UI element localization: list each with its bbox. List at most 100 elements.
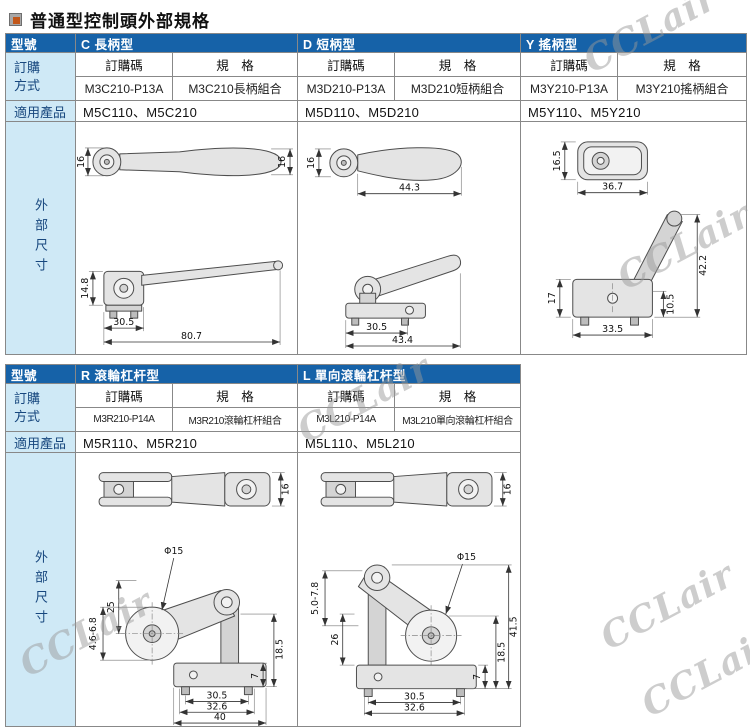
spec-table-bottom: 型號 R 滾輪杠杆型 L 單向滾輪杠杆型 訂購方式 訂購碼 規 格 M3R210… [5, 364, 521, 727]
order-block-c: 訂購碼 規 格 M3C210-P13A M3C210長柄組合 [76, 53, 298, 101]
products-r: M5R110、M5R210 [76, 432, 298, 453]
dim-label: 5.0-7.8 [310, 582, 321, 615]
products-l: M5L110、M5L210 [298, 432, 521, 453]
order-code-c: M3C210-P13A [76, 77, 173, 100]
dim-label: 10.5 [665, 294, 676, 315]
drawing-d-short-lever: 16 44.3 30.5 43.4 [306, 147, 462, 350]
type-header-r: R 滾輪杠杆型 [76, 365, 298, 384]
spec-d: M3D210短柄組合 [395, 77, 520, 100]
order-method-label-cell: 訂購方式 [6, 53, 76, 101]
d-side-view [345, 254, 462, 326]
products-label: 適用產品 [6, 101, 76, 122]
dim-label: 14.8 [80, 278, 91, 299]
order-code-header: 訂購碼 [521, 53, 618, 77]
order-code-header: 訂購碼 [298, 384, 395, 408]
products-c: M5C110、M5C210 [76, 101, 298, 122]
drawing-cell-l: 16 Φ15 5.0-7.8 26 7 18.5 41.5 [298, 453, 521, 727]
page-title-text: 普通型控制頭外部規格 [30, 12, 210, 31]
dim-label: 16.5 [552, 150, 563, 171]
dimensions-label-cell: 外部尺寸 [6, 122, 76, 355]
y-side-view [572, 210, 683, 326]
order-method-label: 訂購方式 [14, 390, 41, 424]
order-code-header: 訂購碼 [76, 53, 173, 77]
r-top-view [98, 472, 271, 507]
drawing-l-oneway-roller-lever: 16 Φ15 5.0-7.8 26 7 18.5 41.5 [310, 472, 520, 717]
dim-label: 16 [281, 483, 292, 495]
order-code-header: 訂購碼 [298, 53, 395, 77]
dim-label: 30.5 [113, 317, 134, 328]
dim-label: 32.6 [207, 701, 228, 712]
l-dimensions: 16 Φ15 5.0-7.8 26 7 18.5 41.5 [310, 472, 520, 717]
dim-label: Φ15 [164, 546, 183, 557]
dim-label: 25 [106, 601, 117, 613]
spec-c: M3C210長柄組合 [173, 77, 297, 100]
spec-header: 規 格 [395, 53, 520, 77]
dim-label: 26 [330, 634, 341, 646]
products-d: M5D110、M5D210 [298, 101, 521, 122]
d-dimensions: 16 44.3 30.5 43.4 [306, 148, 462, 350]
c-dimensions: 16 16 14.8 30.5 80.7 [76, 147, 294, 346]
drawing-y-rocker: 16.5 36.7 42.2 17 10.5 33.5 [547, 141, 709, 339]
dimensions-label-cell: 外部尺寸 [6, 453, 76, 727]
order-method-label-cell: 訂購方式 [6, 384, 76, 432]
dim-label: 30.5 [366, 322, 387, 333]
type-header-d: D 短柄型 [298, 34, 521, 53]
dim-label: 80.7 [181, 331, 202, 342]
order-block-y: 訂購碼 規 格 M3Y210-P13A M3Y210搖柄組合 [521, 53, 747, 101]
dim-label: 18.5 [275, 639, 286, 660]
dim-label: 40 [214, 712, 226, 723]
d-top-view [329, 147, 462, 181]
order-code-y: M3Y210-P13A [521, 77, 618, 100]
dim-label: 16 [503, 483, 514, 495]
drawing-c-long-lever: 16 16 14.8 30.5 80.7 [76, 147, 294, 346]
dim-label: 43.4 [392, 335, 413, 346]
dim-label: Φ15 [457, 552, 476, 563]
dim-label: 32.6 [404, 702, 425, 713]
order-method-label: 訂購方式 [14, 59, 41, 93]
dimensions-label: 外部尺寸 [33, 198, 48, 278]
dim-label: 16 [306, 157, 317, 169]
order-block-l: 訂購碼 規 格 M3L210-P14A M3L210單向滾輪杠杆組合 [298, 384, 521, 432]
dim-label: 30.5 [207, 691, 228, 702]
model-header: 型號 [6, 34, 76, 53]
spec-l: M3L210單向滾輪杠杆組合 [395, 408, 520, 431]
dim-label: 41.5 [509, 616, 520, 637]
dim-label: 42.2 [698, 255, 709, 276]
spec-header: 規 格 [618, 53, 746, 77]
spec-header: 規 格 [173, 53, 297, 77]
r-side-view [120, 589, 267, 696]
order-code-header: 訂購碼 [76, 384, 173, 408]
c-top-view [92, 147, 282, 177]
dim-label: 17 [547, 292, 558, 304]
dim-label: 36.7 [602, 182, 623, 193]
l-side-view [355, 564, 477, 698]
drawing-cell-c: 16 16 14.8 30.5 80.7 [76, 122, 298, 355]
drawing-r-roller-lever: 16 Φ15 4.6-6.8 25 18.5 7 30.5 [88, 472, 292, 726]
dim-label: 16 [76, 156, 87, 168]
page-title: 普通型控制頭外部規格 [9, 7, 210, 32]
order-code-r: M3R210-P14A [76, 408, 173, 431]
type-header-l: L 單向滾輪杠杆型 [298, 365, 521, 384]
c-side-view [103, 260, 284, 319]
products-label: 適用產品 [6, 432, 76, 453]
dim-label: 44.3 [399, 183, 420, 194]
dim-label: 4.6-6.8 [88, 617, 99, 650]
type-header-y: Y 搖柄型 [521, 34, 747, 53]
dim-label: 33.5 [602, 324, 623, 335]
dimensions-label: 外部尺寸 [33, 549, 48, 630]
r-dimensions: 16 Φ15 4.6-6.8 25 18.5 7 30.5 [88, 472, 292, 726]
spec-header: 規 格 [173, 384, 297, 408]
dim-label: 7 [472, 674, 483, 680]
order-code-l: M3L210-P14A [298, 408, 395, 431]
order-block-d: 訂購碼 規 格 M3D210-P13A M3D210短柄組合 [298, 53, 521, 101]
y-top-view [577, 141, 648, 181]
spec-r: M3R210滾輪杠杆組合 [173, 408, 297, 431]
spec-y: M3Y210搖柄組合 [618, 77, 746, 100]
dim-label: 16 [277, 156, 288, 168]
l-top-view [320, 472, 493, 507]
order-code-d: M3D210-P13A [298, 77, 395, 100]
y-dimensions: 16.5 36.7 42.2 17 10.5 33.5 [547, 141, 709, 339]
dim-label: 18.5 [497, 642, 508, 663]
drawing-cell-y: 16.5 36.7 42.2 17 10.5 33.5 [521, 122, 747, 355]
watermark: CCLair [634, 620, 750, 726]
